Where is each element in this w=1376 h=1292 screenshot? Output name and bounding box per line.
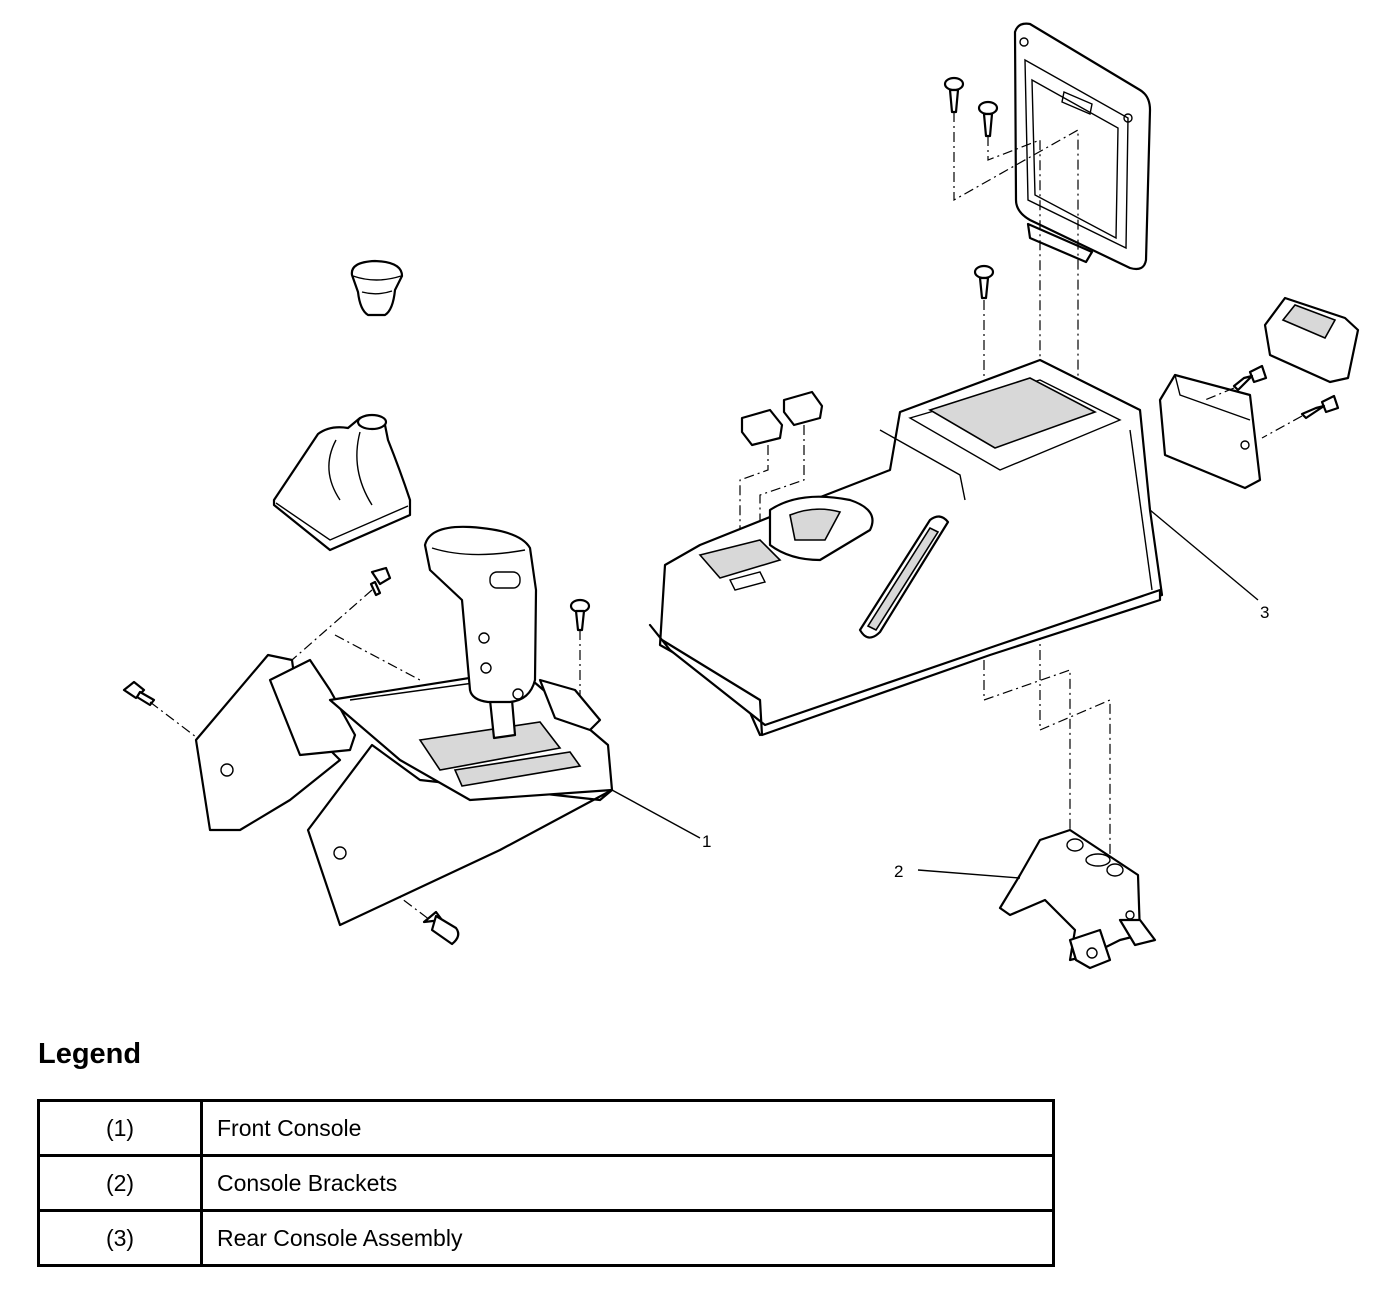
- legend-table: (1) Front Console (2) Console Brackets (…: [37, 1099, 1055, 1267]
- screw-right-5: [1300, 394, 1340, 420]
- screw-left-4: [422, 910, 460, 946]
- switch-blank-2: [782, 390, 824, 427]
- screw-right-3: [973, 264, 995, 300]
- rear-console: [648, 358, 1164, 737]
- leader-line-2: [917, 869, 1021, 879]
- switch-blank-1: [740, 408, 784, 447]
- cup-holder-insert: [1158, 373, 1262, 490]
- legend-title: Legend: [38, 1038, 142, 1070]
- front-console: [194, 525, 614, 927]
- console-bracket: [998, 828, 1157, 970]
- screw-left-3: [122, 680, 156, 707]
- legend-row: (3) Rear Console Assembly: [37, 1209, 1055, 1267]
- legend-description: Rear Console Assembly: [200, 1209, 1055, 1267]
- leader-line-1: [611, 789, 701, 839]
- legend-number: (3): [37, 1209, 203, 1267]
- shift-boot: [272, 413, 412, 552]
- legend-description: Front Console: [200, 1099, 1055, 1157]
- screw-right-4: [1232, 364, 1268, 392]
- screw-right-1: [943, 76, 965, 114]
- shift-knob: [350, 259, 404, 317]
- callout-1: 1: [702, 832, 711, 851]
- ash-tray: [1263, 296, 1360, 384]
- exploded-parts-diagram: 1: [122, 22, 1360, 970]
- callout-3: 3: [1260, 603, 1269, 622]
- legend-row: (2) Console Brackets: [37, 1154, 1055, 1212]
- leader-line-3: [1149, 509, 1259, 601]
- legend-row: (1) Front Console: [37, 1099, 1055, 1157]
- callout-2: 2: [894, 862, 903, 881]
- screw-left-1: [369, 566, 392, 597]
- legend-number: (2): [37, 1154, 203, 1212]
- legend-number: (1): [37, 1099, 203, 1157]
- screw-right-2: [977, 100, 999, 138]
- screw-left-2: [569, 598, 591, 632]
- armrest-frame: [1013, 22, 1152, 271]
- legend-description: Console Brackets: [200, 1154, 1055, 1212]
